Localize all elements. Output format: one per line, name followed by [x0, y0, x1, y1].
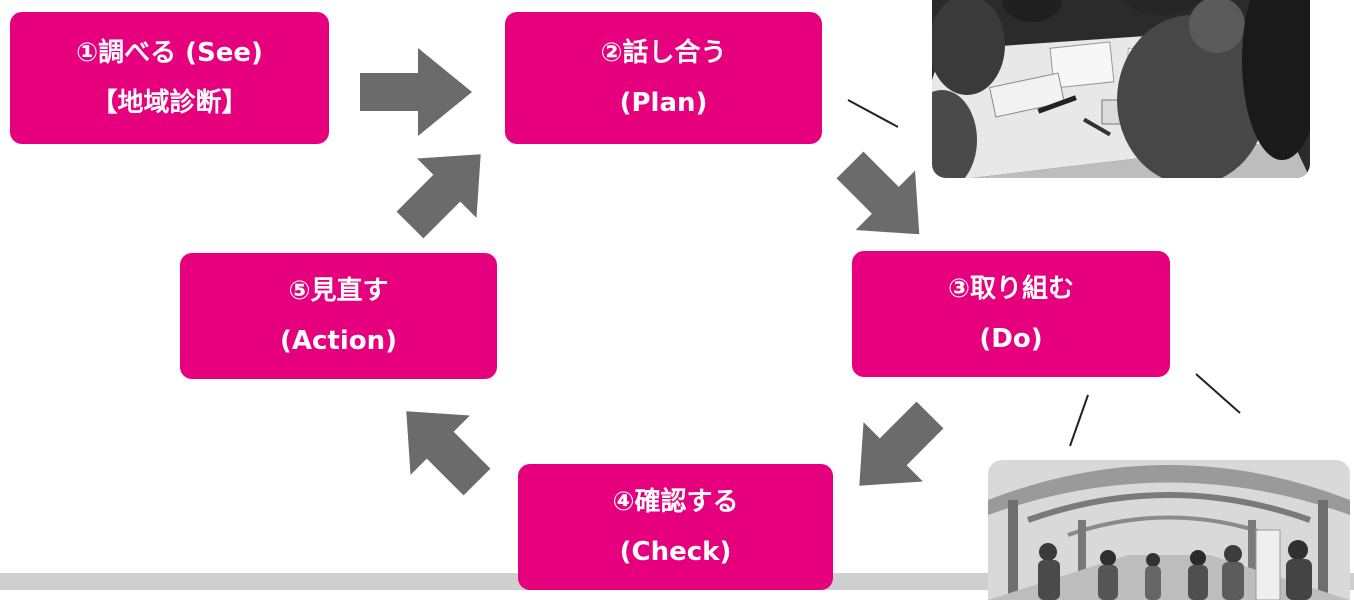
connector-line-do-photo-left	[1069, 394, 1089, 447]
step-do-title: ③取り組む	[947, 274, 1074, 304]
step-see-subtitle: 【地域診断】	[91, 88, 248, 118]
arrow-action-to-plan	[396, 154, 481, 239]
step-plan-box: ②話し合う (Plan)	[505, 12, 822, 144]
step-check-box: ④確認する (Check)	[518, 464, 833, 590]
step-action-title: ⑤見直す	[288, 276, 389, 306]
step-do-subtitle: (Do)	[979, 324, 1043, 354]
step-see-title: ①調べる (See)	[76, 38, 263, 68]
step-check-title: ④確認する	[612, 487, 739, 517]
connector-line-plan-photo	[847, 99, 899, 128]
step-action-subtitle: (Action)	[279, 326, 397, 356]
arrow-see-to-plan	[360, 48, 472, 136]
connector-line-do-photo-right	[1195, 373, 1241, 414]
corridor-photo	[988, 460, 1350, 600]
arrow-plan-to-do	[836, 151, 920, 235]
arrow-do-to-check	[859, 401, 944, 486]
meeting-photo	[932, 0, 1310, 178]
step-plan-title: ②話し合う	[600, 38, 727, 68]
step-check-subtitle: (Check)	[619, 537, 732, 567]
step-see-box: ①調べる (See) 【地域診断】	[10, 12, 329, 144]
step-action-box: ⑤見直す (Action)	[180, 253, 497, 379]
step-do-box: ③取り組む (Do)	[852, 251, 1170, 377]
arrow-check-to-action	[406, 411, 491, 496]
step-plan-subtitle: (Plan)	[619, 88, 708, 118]
